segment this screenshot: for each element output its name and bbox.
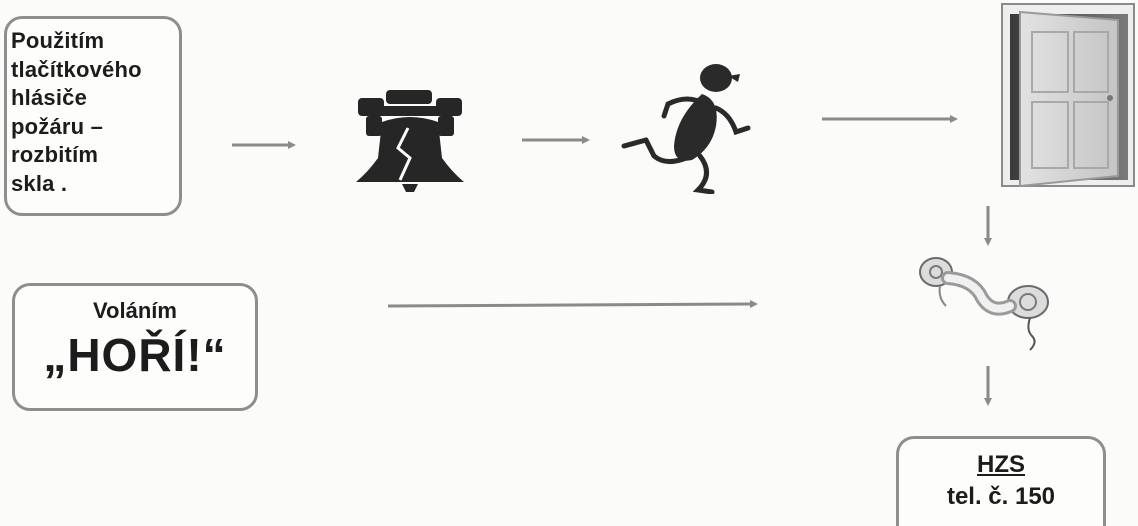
shout-box: Voláním „HOŘÍ!“	[12, 283, 258, 411]
arrow-shout-to-phone	[388, 304, 750, 306]
fire-brigade-phone: tel. č. 150	[899, 483, 1103, 511]
shout-word: „HOŘÍ!“	[15, 328, 255, 382]
shout-label: Voláním	[15, 298, 255, 324]
running-person-icon	[616, 56, 760, 194]
open-door-icon	[1000, 2, 1136, 188]
telephone-handset-icon	[918, 250, 1058, 358]
fire-brigade-box: HZS tel. č. 150	[896, 436, 1106, 526]
manual-call-point-box: Použitím tlačítkového hlásiče požáru – r…	[4, 16, 182, 216]
fire-alarm-bell-icon	[352, 88, 468, 192]
manual-call-point-text: Použitím tlačítkového hlásiče požáru – r…	[11, 27, 181, 199]
fire-brigade-name: HZS	[899, 451, 1103, 479]
